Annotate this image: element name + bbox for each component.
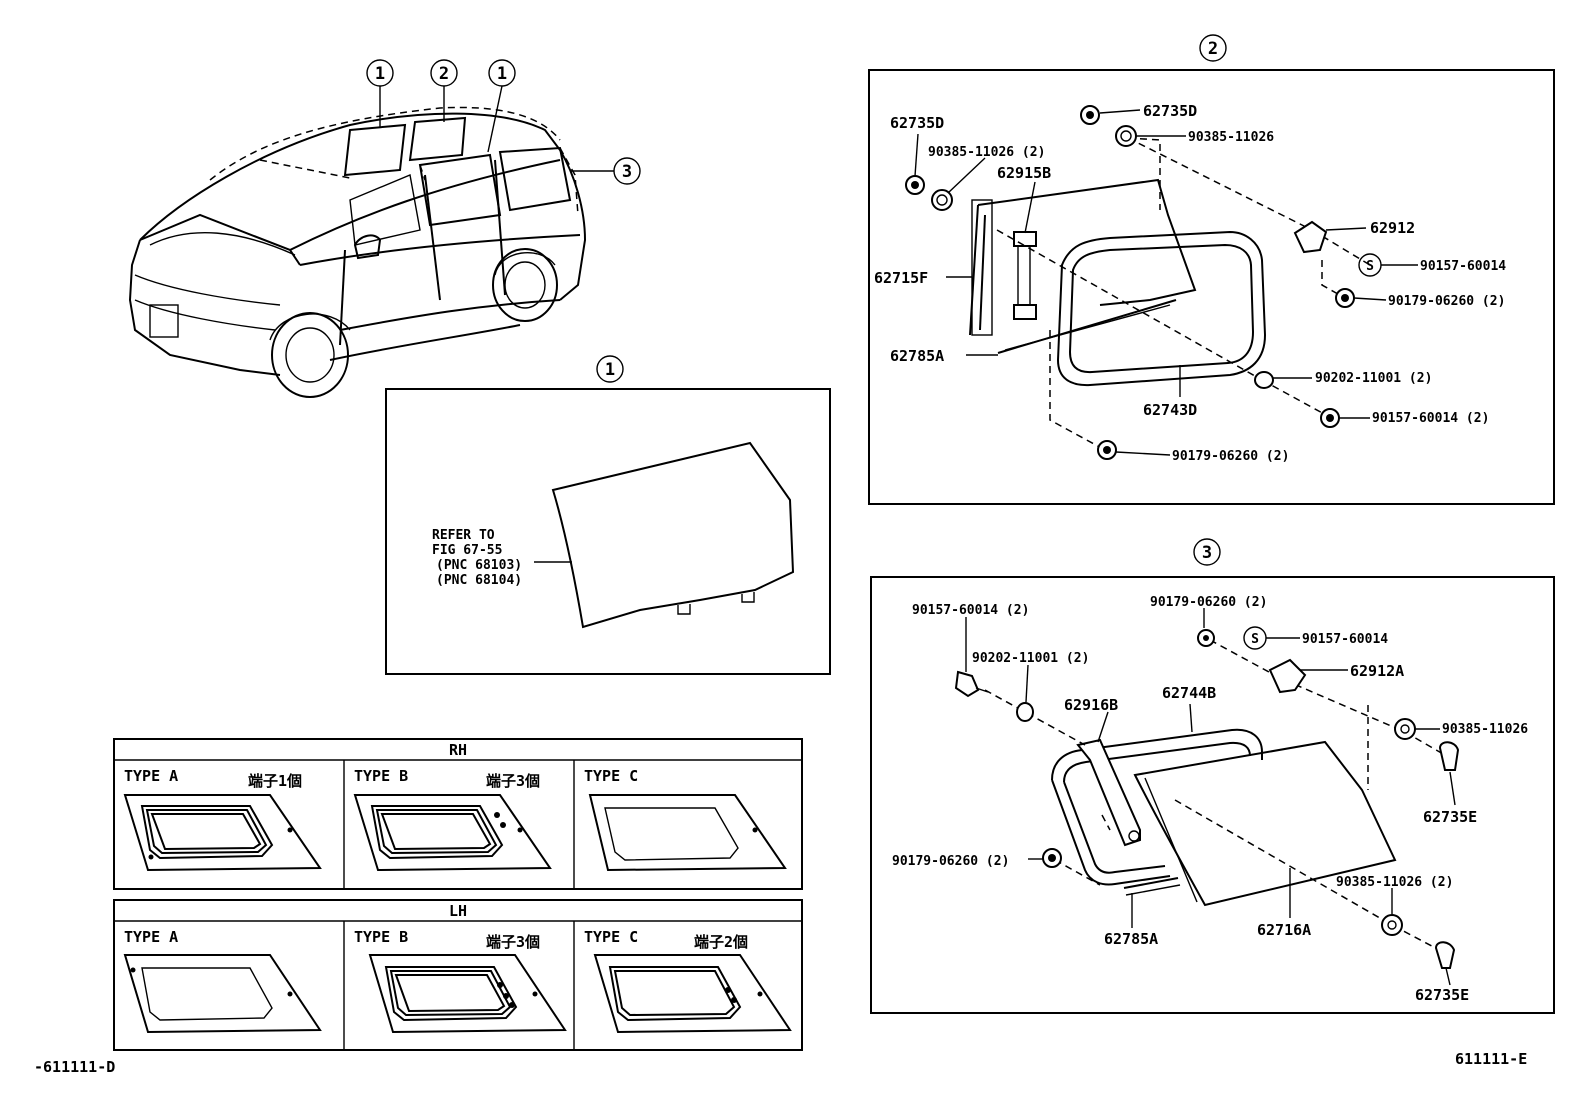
p2-label-90157-2: 90157-60014 (2)	[1372, 411, 1489, 426]
rh-type-c: TYPE C	[584, 767, 638, 785]
panel-3-s-mark: S	[1251, 632, 1259, 647]
lh-type-b-note: 端子3個	[486, 933, 540, 951]
lh-type-a: TYPE A	[124, 928, 178, 946]
overview-callouts: 1 2 1 3	[366, 59, 641, 185]
p3-label-90202: 90202-11001 (2)	[972, 651, 1089, 666]
p3-label-90157-s: 90157-60014	[1302, 632, 1388, 647]
lh-type-a-glass	[123, 954, 322, 1034]
panel-2-callout: 2	[1208, 39, 1218, 59]
footer-left-code: -611111-D	[34, 1058, 115, 1076]
rh-type-c-glass	[588, 794, 787, 872]
rh-type-b: TYPE B	[354, 767, 408, 785]
p2-label-62915B: 62915B	[997, 164, 1051, 182]
rh-header: RH	[449, 741, 467, 759]
p3-label-62744B: 62744B	[1162, 684, 1216, 702]
rh-type-a: TYPE A	[124, 767, 178, 785]
p3-label-62735E-top: 62735E	[1423, 808, 1477, 826]
lh-type-c-note: 端子2個	[694, 933, 748, 951]
p2-label-90179-b: 90179-06260 (2)	[1172, 449, 1289, 464]
refer-line-4: (PNC 68104)	[436, 573, 522, 588]
type-table: RH TYPE A 端子1個 TYPE B 端子3個 TYPE C	[113, 738, 803, 1051]
p2-label-62715F: 62715F	[874, 269, 928, 287]
lh-header: LH	[449, 902, 467, 920]
panel-1: 1 REFER TO FIG 67-55 (PNC 68103) (PNC 68…	[385, 355, 831, 675]
p3-label-62716A: 62716A	[1257, 921, 1311, 939]
p3-label-90157-2: 90157-60014 (2)	[912, 603, 1029, 618]
p2-label-62785A: 62785A	[890, 347, 944, 365]
p3-label-62912A: 62912A	[1350, 662, 1404, 680]
lh-type-b-glass	[368, 954, 567, 1034]
rh-type-b-note: 端子3個	[486, 772, 540, 790]
p3-label-62785A: 62785A	[1104, 930, 1158, 948]
vehicle-overview	[128, 106, 587, 398]
p2-label-62735D-left: 62735D	[890, 114, 944, 132]
p3-label-62735E-b: 62735E	[1415, 986, 1469, 1004]
lh-type-c: TYPE C	[584, 928, 638, 946]
refer-line-3: (PNC 68103)	[436, 558, 522, 573]
callout-2: 2	[439, 64, 449, 84]
p2-label-62912: 62912	[1370, 219, 1415, 237]
panel-3-callout: 3	[1202, 543, 1212, 563]
rh-type-b-glass	[353, 794, 552, 872]
lh-type-c-glass	[593, 954, 792, 1034]
p3-label-90385-b: 90385-11026 (2)	[1336, 875, 1453, 890]
callout-1-b: 1	[497, 64, 507, 84]
callout-3: 3	[622, 162, 632, 182]
panel-1-callout: 1	[605, 360, 615, 380]
p2-label-90385-top: 90385-11026	[1188, 130, 1274, 145]
p2-label-62735D-top: 62735D	[1143, 102, 1197, 120]
p2-label-90202: 90202-11001 (2)	[1315, 371, 1432, 386]
refer-line-1: REFER TO	[432, 528, 495, 543]
p3-label-90385-r: 90385-11026	[1442, 722, 1528, 737]
rh-type-a-glass	[123, 794, 322, 872]
panel-2: 2 S	[868, 34, 1555, 505]
p3-label-90179-top: 90179-06260 (2)	[1150, 595, 1267, 610]
p3-label-62916B: 62916B	[1064, 696, 1118, 714]
p2-label-90385-left: 90385-11026 (2)	[928, 145, 1045, 160]
p2-label-90179-r: 90179-06260 (2)	[1388, 294, 1505, 309]
callout-1-a: 1	[375, 64, 385, 84]
panel-3: 3 S	[870, 538, 1555, 1014]
p3-label-90179-left: 90179-06260 (2)	[892, 854, 1009, 869]
rh-type-a-note: 端子1個	[248, 772, 302, 790]
p2-label-90157-s: 90157-60014	[1420, 259, 1506, 274]
lh-type-b: TYPE B	[354, 928, 408, 946]
refer-line-2: FIG 67-55	[432, 543, 502, 558]
p2-label-62743D: 62743D	[1143, 401, 1197, 419]
panel-2-s-mark: S	[1366, 259, 1374, 274]
footer-right-code: 611111-E	[1455, 1050, 1527, 1068]
